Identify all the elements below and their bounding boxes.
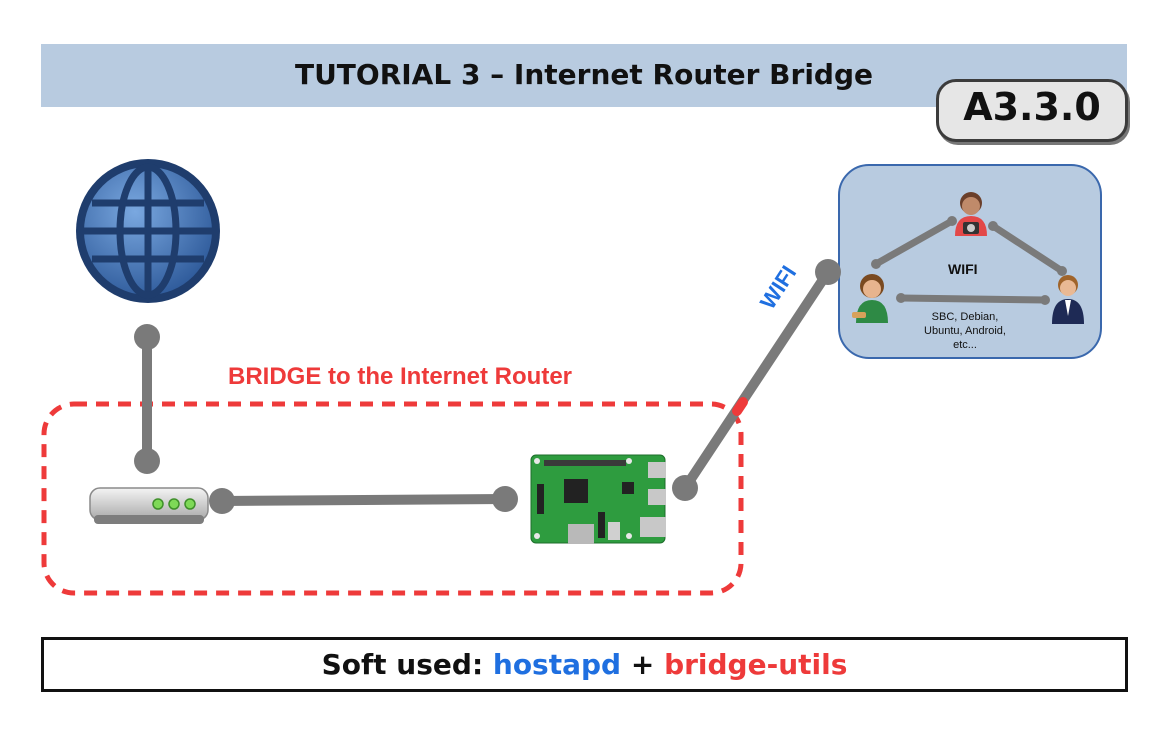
software-prefix: Soft used: bbox=[321, 648, 484, 681]
version-label: A3.3.0 bbox=[963, 85, 1101, 129]
router-icon bbox=[89, 487, 209, 524]
software-bridge-utils: bridge-utils bbox=[664, 648, 848, 681]
software-box bbox=[41, 637, 1128, 692]
globe-icon bbox=[76, 159, 220, 303]
wifi-group-title: WIFI bbox=[948, 261, 978, 277]
wifi-group-container bbox=[838, 164, 1102, 359]
bridge-label: BRIDGE to the Internet Router bbox=[228, 363, 573, 390]
software-used: Soft used: hostapd + bridge-utils bbox=[41, 648, 1128, 681]
software-hostapd: hostapd bbox=[492, 648, 622, 681]
link-pi-wifi bbox=[680, 267, 833, 493]
page-title: TUTORIAL 3 – Internet Router Bridge bbox=[294, 58, 874, 91]
link-endpoints bbox=[134, 216, 1067, 514]
user-icon bbox=[955, 192, 987, 236]
link-user1-user3 bbox=[897, 294, 1049, 304]
software-joiner: + bbox=[630, 648, 655, 681]
bridge-region bbox=[41, 401, 744, 596]
wifi-devices-text: SBC, Debian, Ubuntu, Android, etc... bbox=[905, 310, 1025, 352]
raspberry-pi-icon bbox=[530, 454, 666, 544]
wifi-devices-line: SBC, Debian, bbox=[931, 311, 999, 323]
user-icon bbox=[1052, 275, 1084, 324]
version-badge bbox=[936, 79, 1128, 142]
link-user2-user3 bbox=[989, 222, 1066, 275]
user-icon bbox=[852, 274, 888, 323]
link-user1-user2 bbox=[872, 217, 956, 268]
wifi-devices-line: etc... bbox=[953, 339, 977, 351]
link-router-pi bbox=[217, 494, 510, 506]
links bbox=[142, 217, 1066, 506]
wifi-devices-line: Ubuntu, Android, bbox=[924, 325, 1006, 337]
